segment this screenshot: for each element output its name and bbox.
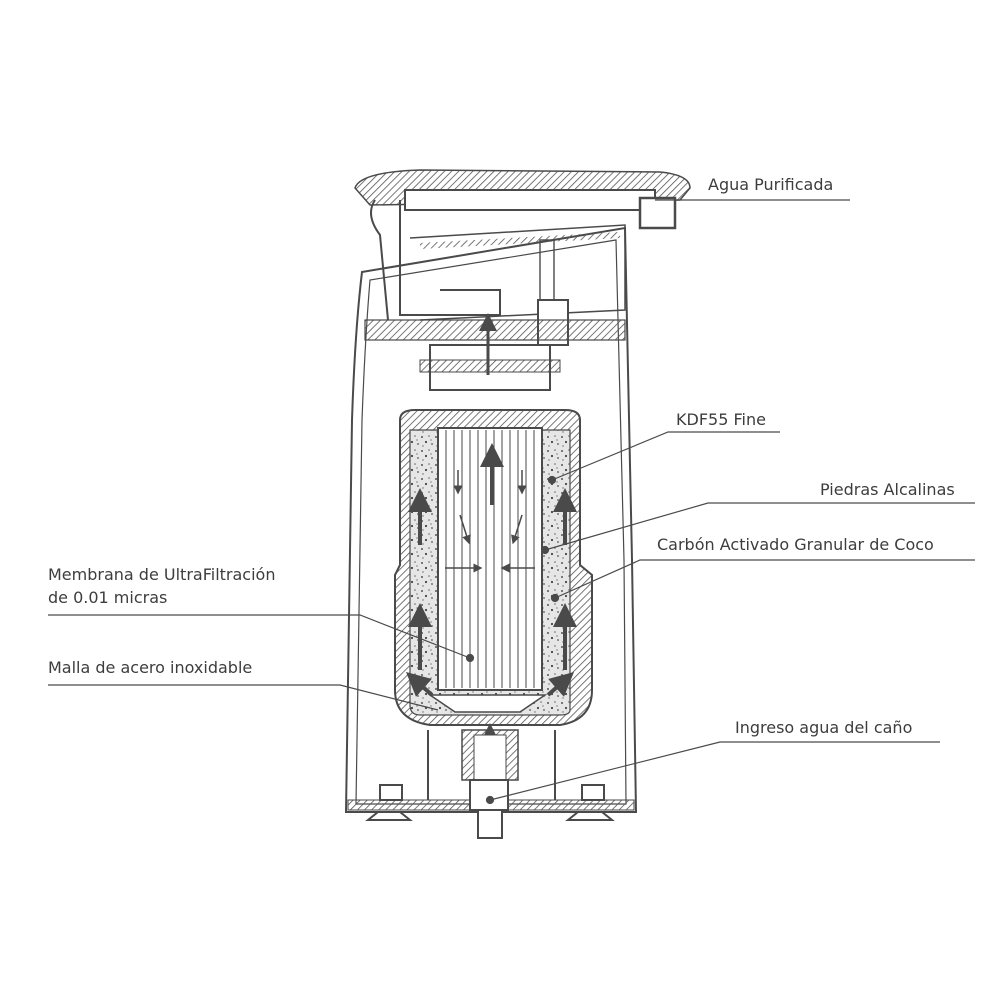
label-piedras-alcalinas: Piedras Alcalinas [820,480,955,499]
label-membrana-line1: Membrana de UltraFiltración [48,565,276,584]
label-malla: Malla de acero inoxidable [48,658,253,677]
label-carbon-activado: Carbón Activado Granular de Coco [657,535,934,554]
label-ingreso: Ingreso agua del caño [735,718,913,737]
leader-lines [48,199,975,805]
label-kdf55: KDF55 Fine [676,410,766,429]
label-agua-purificada: Agua Purificada [708,175,834,194]
label-membrana-line2: de 0.01 micras [48,588,168,607]
